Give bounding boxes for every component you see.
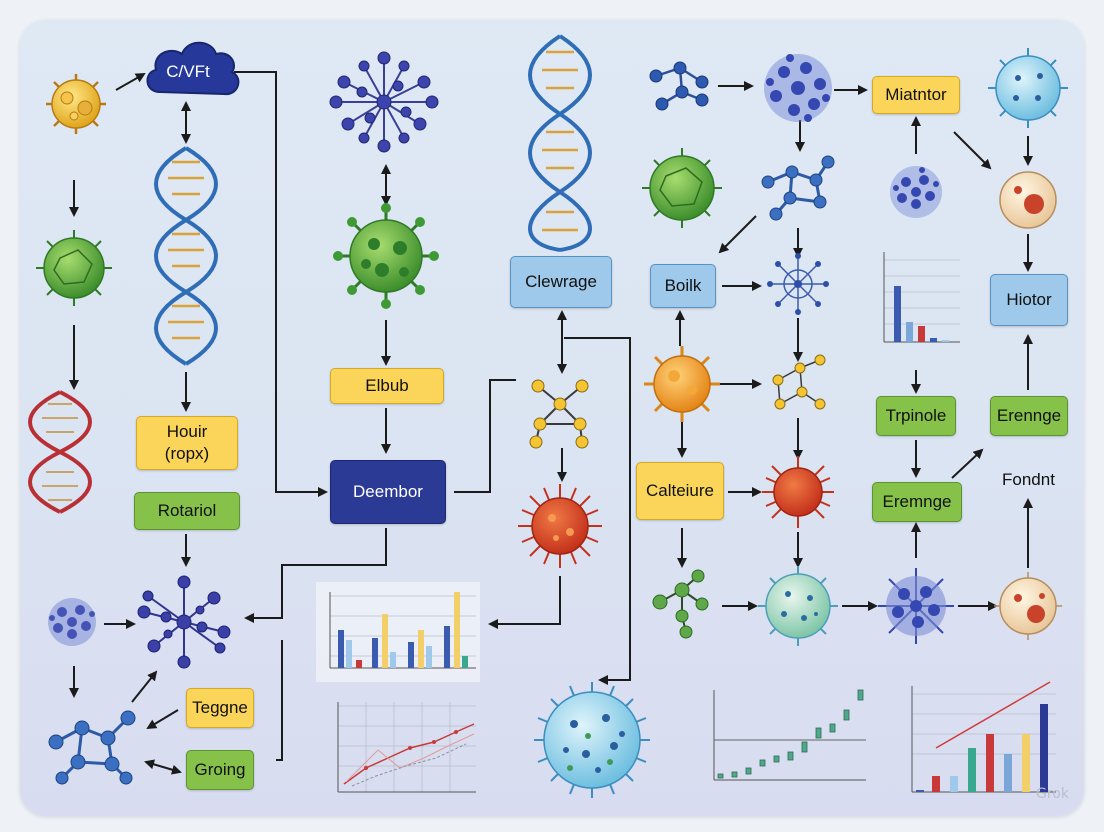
cloud-label: C/VFt <box>166 62 210 81</box>
deembor-box: Deembor <box>330 460 446 524</box>
diagram-canvas: C/VFt Houir (ropx) Rotariol Elbub Deembo… <box>20 20 1084 816</box>
molecule-network-icon <box>761 155 835 221</box>
mini-line-chart <box>337 702 476 793</box>
hiotor-box: Hiotor <box>990 274 1068 326</box>
green-virus-icon <box>642 148 722 228</box>
trpinole-box: Trpinole <box>876 396 956 436</box>
calteiure-box: Calteiure <box>636 462 724 520</box>
miatntor-box: Miatntor <box>872 76 960 114</box>
molecule-network-icon <box>652 569 709 639</box>
boilk-box: Boilk <box>650 264 716 308</box>
watermark: Grok <box>1036 786 1069 802</box>
protein-cluster-icon <box>48 598 96 646</box>
red-dna-icon <box>28 390 92 514</box>
protein-cluster-icon <box>890 166 942 218</box>
molecule-network-icon <box>772 354 826 410</box>
cream-cell-icon <box>994 572 1062 640</box>
hour-box: Houir (ropx) <box>136 416 238 470</box>
mini-bar-chart <box>883 252 960 343</box>
red-virus-icon <box>762 456 834 528</box>
mini-bar-chart <box>316 582 480 682</box>
groing-box: Groing <box>186 750 254 790</box>
erenge-mid-box: Eremnge <box>872 482 962 522</box>
fondnt-label: Fondnt <box>1002 470 1055 489</box>
molecule-network-icon <box>329 51 439 153</box>
molecule-network-icon <box>649 61 709 111</box>
cream-cell-icon <box>999 171 1057 229</box>
mini-bar-chart <box>911 681 1056 793</box>
molecule-network-icon <box>767 253 829 315</box>
blue-dna-icon <box>528 34 592 252</box>
blue-dna-icon <box>154 146 218 366</box>
blue-sphere-virus-icon <box>988 48 1068 128</box>
rotariol-box: Rotariol <box>134 492 240 530</box>
yellow-cell-icon <box>46 74 106 134</box>
molecule-network-icon <box>48 710 136 785</box>
blue-sphere-virus-icon <box>758 566 838 646</box>
mini-candle-chart <box>713 689 866 781</box>
teggne-box: Teggne <box>186 688 254 728</box>
protein-cluster-icon <box>764 54 832 122</box>
molecule-network-icon <box>137 575 231 669</box>
diagram-graphics <box>28 34 1068 798</box>
coronavirus-icon <box>333 203 439 309</box>
molecule-network-icon <box>529 379 589 449</box>
red-virus-icon <box>518 484 602 568</box>
cloud-shape <box>146 41 240 96</box>
green-virus-icon <box>36 230 112 306</box>
connector-arrows <box>69 71 1033 775</box>
orange-virus-icon <box>644 346 720 422</box>
elbub-box: Elbub <box>330 368 444 404</box>
erenge-top-box: Erennge <box>990 396 1068 436</box>
clewrage-box: Clewrage <box>510 256 612 308</box>
protein-cluster-icon <box>878 568 954 644</box>
blue-sphere-virus-icon <box>534 682 650 798</box>
